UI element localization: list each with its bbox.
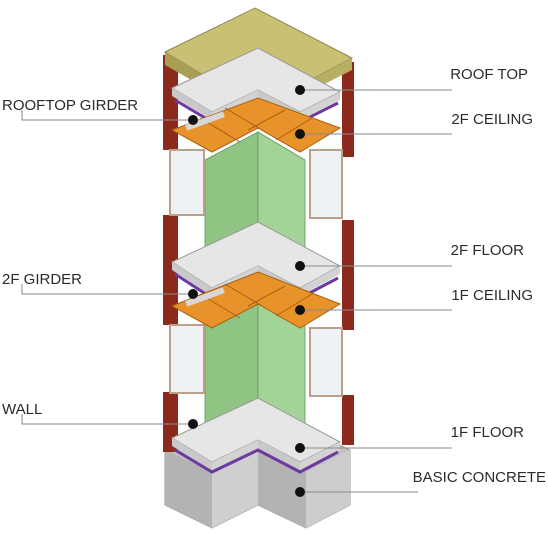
labels: ROOF TOP ROOFTOP GIRDER 2F CEILING 2F FL… <box>2 66 546 486</box>
dot-1f-floor <box>295 443 305 453</box>
marker-dots <box>188 85 305 497</box>
label-rooftop-girder: ROOFTOP GIRDER <box>2 97 138 114</box>
left-columns <box>163 55 178 452</box>
leader-rooftop-girder <box>21 110 192 121</box>
leader-lines <box>21 89 452 493</box>
leader-wall <box>21 414 192 425</box>
label-roof-top: ROOF TOP <box>450 66 528 83</box>
dot-1f-ceiling <box>295 305 305 315</box>
dot-roof-top <box>295 85 305 95</box>
dot-wall <box>188 419 198 429</box>
dot-2f-girder <box>188 289 198 299</box>
leader-2f-girder <box>21 284 192 295</box>
label-2f-girder: 2F GIRDER <box>2 271 82 288</box>
label-2f-ceiling: 2F CEILING <box>451 111 533 128</box>
windows <box>169 149 343 397</box>
label-basic-concrete: BASIC CONCRETE <box>413 469 546 486</box>
label-1f-ceiling: 1F CEILING <box>451 287 533 304</box>
dot-2f-ceiling <box>295 129 305 139</box>
label-1f-floor: 1F FLOOR <box>451 424 525 441</box>
dot-basic-concrete <box>295 487 305 497</box>
dot-2f-floor <box>295 261 305 271</box>
dot-rooftop-girder <box>188 115 198 125</box>
label-wall: WALL <box>2 401 42 418</box>
right-columns <box>342 62 354 445</box>
label-2f-floor: 2F FLOOR <box>451 242 525 259</box>
